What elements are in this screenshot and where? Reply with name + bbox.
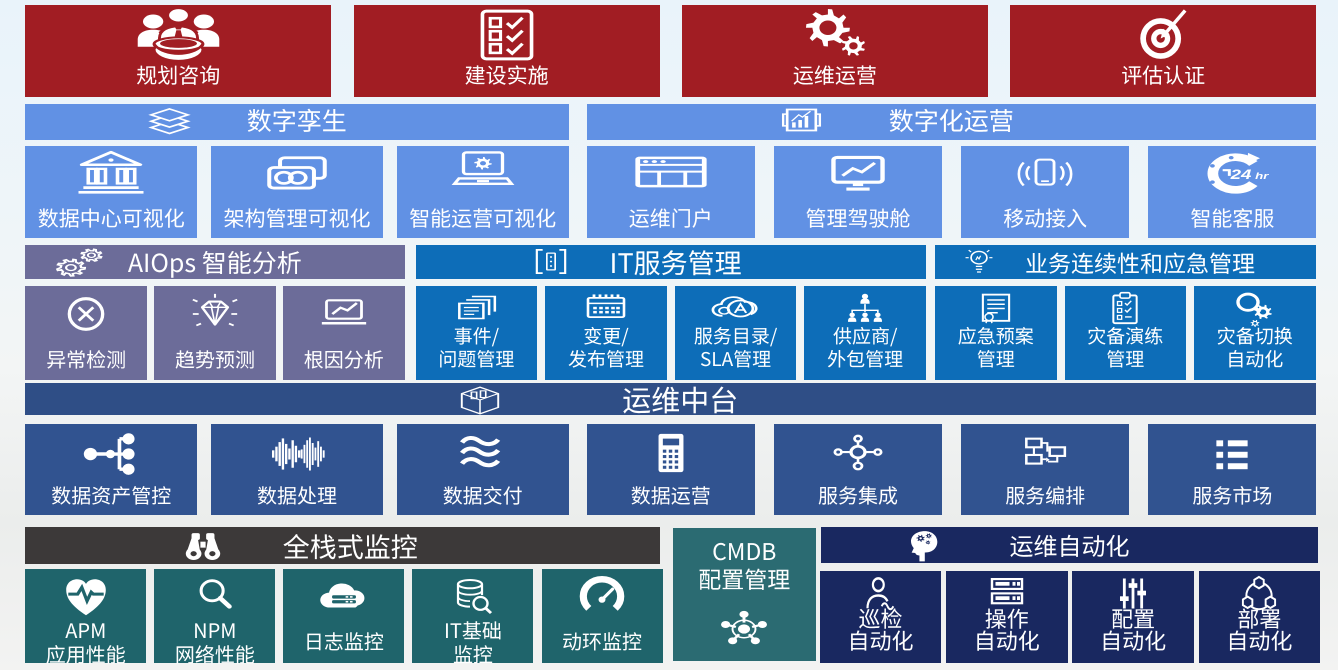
svg-text:24 hr: 24 hr	[1230, 167, 1271, 182]
